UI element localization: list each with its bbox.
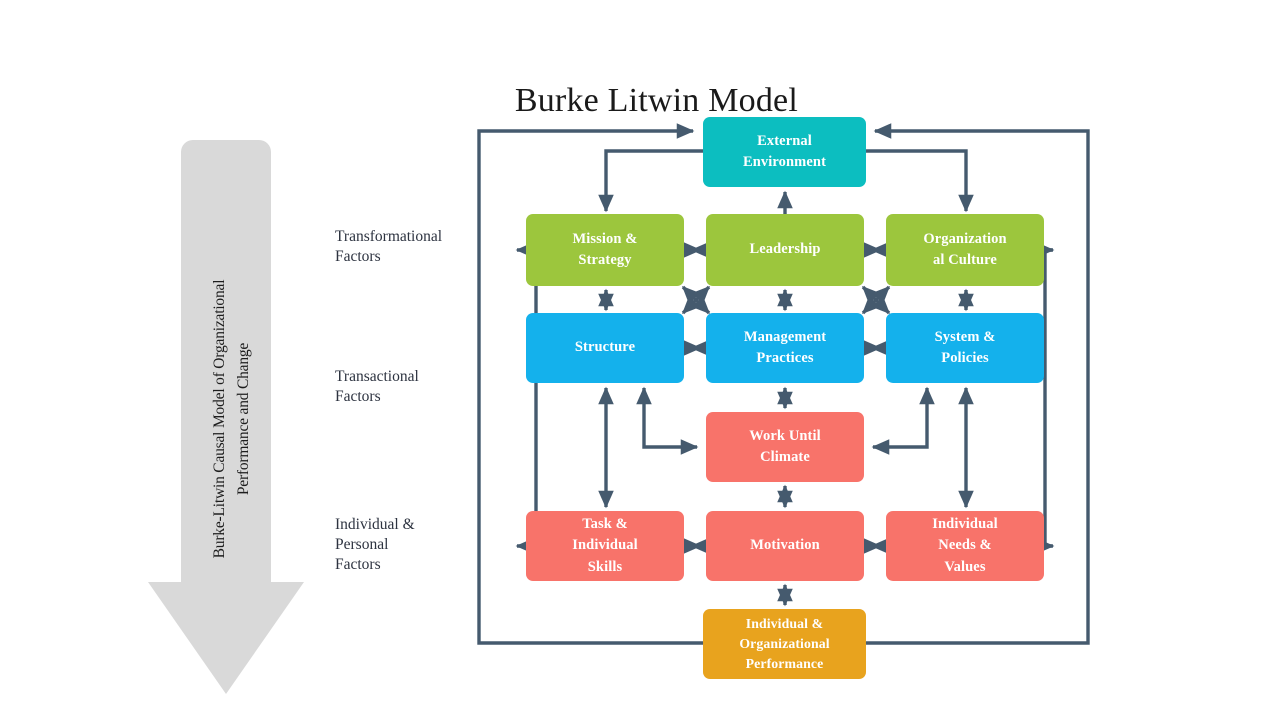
node-label-line: Management: [743, 328, 827, 345]
node-individual-needs-values[interactable]: Individual Needs & Values: [886, 511, 1044, 581]
wire-cross-left-b: [681, 285, 711, 315]
wire-cross-right-a: [861, 285, 891, 315]
arrow-label-line-1: Burke-Litwin Causal Model of Organizatio…: [210, 279, 228, 559]
node-label-line: Needs &: [938, 537, 992, 554]
node-management-practices[interactable]: Management Practices: [706, 313, 864, 383]
node-organizational-culture[interactable]: Organization al Culture: [886, 214, 1044, 286]
wire-structure-to-climate: [636, 386, 699, 455]
category-label-transformational-factors: Transformational Factors: [335, 227, 485, 267]
wire-external-to-culture: [866, 149, 974, 213]
node-mission-strategy[interactable]: Mission & Strategy: [526, 214, 684, 286]
category-label-line: Individual &: [335, 516, 415, 533]
node-label-line: System &: [934, 328, 996, 345]
category-label-line: Factors: [335, 248, 381, 265]
node-label-line: Strategy: [578, 252, 632, 268]
node-label-line: Work Until: [749, 427, 821, 444]
node-label-line: Motivation: [750, 537, 820, 554]
wire-feedback-right-to-culture: [1036, 242, 1055, 546]
node-external-environment[interactable]: External Environment: [703, 117, 866, 187]
wire-cross-right-b: [861, 285, 891, 315]
node-label-line: Organizational: [739, 636, 830, 651]
category-label-line: Factors: [335, 556, 381, 573]
arrow-label-line-2: Performance and Change: [235, 342, 252, 496]
node-work-unit-climate[interactable]: Work Until Climate: [706, 412, 864, 482]
node-label-line: Organization: [923, 230, 1007, 247]
node-label-line: External: [757, 132, 812, 149]
node-label-line: Structure: [574, 339, 636, 356]
wire-feedback-left-to-mission: [515, 242, 538, 546]
category-label-individual-personal-factors: Individual & Personal Factors: [335, 515, 485, 575]
node-label-line: Individual: [932, 516, 998, 533]
burke-litwin-direction-arrow: Burke-Litwin Causal Model of Organizatio…: [152, 138, 312, 700]
category-label-transactional-factors: Transactional Factors: [335, 367, 485, 407]
node-label-line: Values: [944, 558, 986, 575]
page-title: Burke Litwin Model: [0, 44, 1280, 158]
node-label-line: Practices: [756, 350, 814, 366]
node-individual-organizational-performance[interactable]: Individual & Organizational Performance: [703, 609, 866, 679]
page-title-text: Burke Litwin Model: [514, 82, 798, 119]
wire-system-to-climate: [871, 386, 935, 455]
node-system-policies[interactable]: System & Policies: [886, 313, 1044, 383]
node-label-line: Individual: [572, 537, 638, 554]
node-label-line: Individual &: [745, 616, 824, 631]
node-motivation[interactable]: Motivation: [706, 511, 864, 581]
node-label-line: Mission &: [572, 230, 638, 247]
node-task-individual-skills[interactable]: Task & Individual Skills: [526, 511, 684, 581]
node-label-line: Skills: [587, 558, 623, 575]
wire-external-to-mission: [598, 149, 703, 213]
node-label-line: Environment: [742, 154, 826, 170]
wire-cross-left-a: [681, 285, 711, 315]
node-label-line: Task &: [582, 516, 628, 533]
node-label-line: Climate: [760, 449, 810, 465]
node-label-line: al Culture: [933, 252, 997, 268]
burke-litwin-direction-arrow-label: Burke-Litwin Causal Model of Organizatio…: [208, 184, 256, 654]
node-label-line: Performance: [745, 656, 824, 671]
category-label-line: Transformational: [335, 228, 443, 245]
node-leadership[interactable]: Leadership: [706, 214, 864, 286]
node-structure[interactable]: Structure: [526, 313, 684, 383]
category-label-line: Personal: [335, 536, 389, 553]
category-label-line: Transactional: [335, 368, 419, 385]
category-label-line: Factors: [335, 388, 381, 405]
node-label-line: Policies: [941, 350, 989, 366]
node-label-line: Leadership: [749, 241, 821, 258]
